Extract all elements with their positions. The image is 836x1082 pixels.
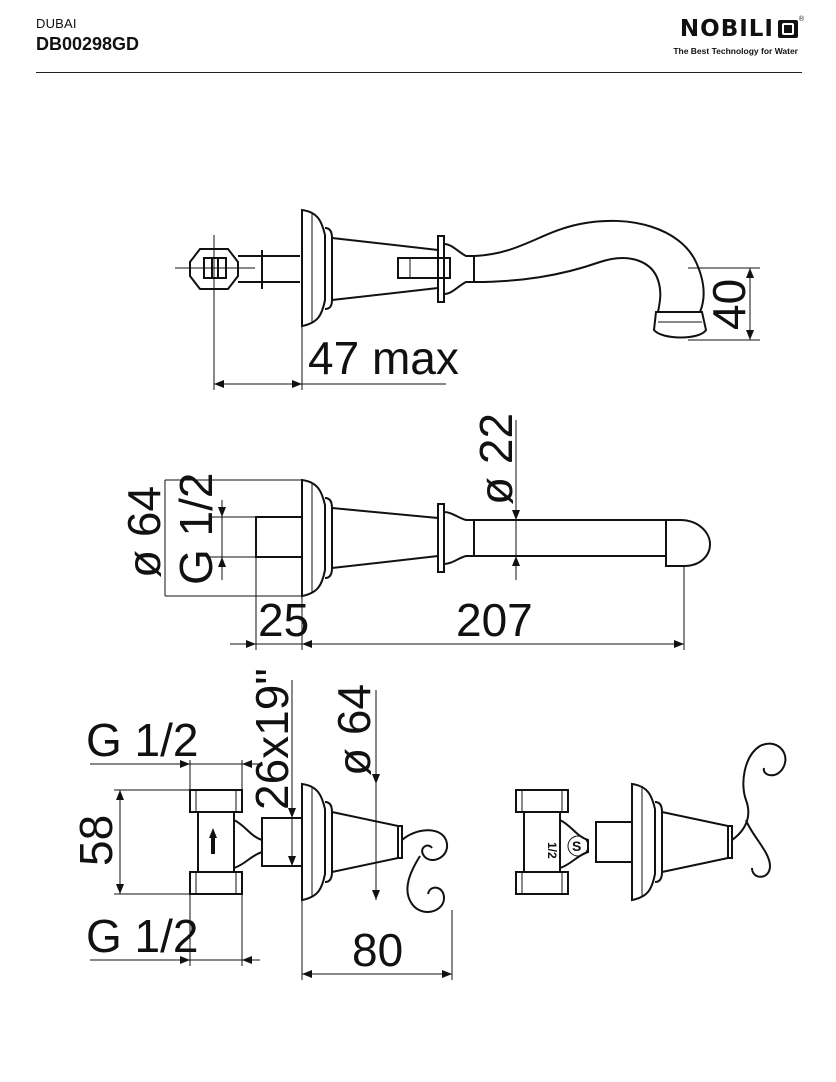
spout-length-label: 207 — [456, 594, 533, 646]
scroll-lever-icon — [731, 742, 787, 878]
mirrored-valve-view: 1/2 S — [515, 742, 787, 902]
brand-name: NOBILI — [679, 16, 774, 42]
brand-mark-icon — [778, 20, 798, 38]
header: DUBAI DB00298GD NOBILI ® The Best Techno… — [36, 14, 804, 74]
depth-max-label: 47 max — [308, 332, 459, 384]
header-divider — [36, 72, 802, 73]
top-view: ø 22 ø 64 G 1/2 25 207 — [118, 413, 712, 650]
brand-tagline: The Best Technology for Water — [673, 46, 798, 56]
series-name: DUBAI — [36, 16, 77, 31]
top-rosette-diameter-label: ø 64 — [118, 486, 170, 578]
side-view: 40 47 max — [175, 208, 760, 390]
registered-mark: ® — [798, 16, 804, 23]
top-thread-label: G 1/2 — [170, 472, 222, 585]
valve-thread-bottom-label: G 1/2 — [86, 910, 199, 962]
spindle-size-label: 26x19" — [246, 668, 298, 810]
brand-logo: NOBILI ® The Best Technology for Water — [660, 16, 804, 60]
valve-rosette-diameter-label: ø 64 — [328, 684, 380, 776]
side-badge-label: 1/2 — [545, 842, 559, 859]
spout-diameter-label: ø 22 — [470, 413, 522, 505]
valve-thread-top-label: G 1/2 — [86, 714, 199, 766]
handle-mark-label: S — [572, 838, 581, 854]
connector-nut-icon — [175, 235, 255, 310]
valve-length-label: 80 — [352, 924, 403, 976]
valve-view: G 1/2 G 1/2 58 26x19" ø 64 80 — [70, 668, 453, 980]
valve-height-label: 58 — [70, 815, 122, 866]
side-height-label: 40 — [703, 279, 755, 330]
product-code: DB00298GD — [36, 34, 140, 54]
body-length-label: 25 — [258, 594, 309, 646]
scroll-lever-icon — [401, 829, 449, 913]
